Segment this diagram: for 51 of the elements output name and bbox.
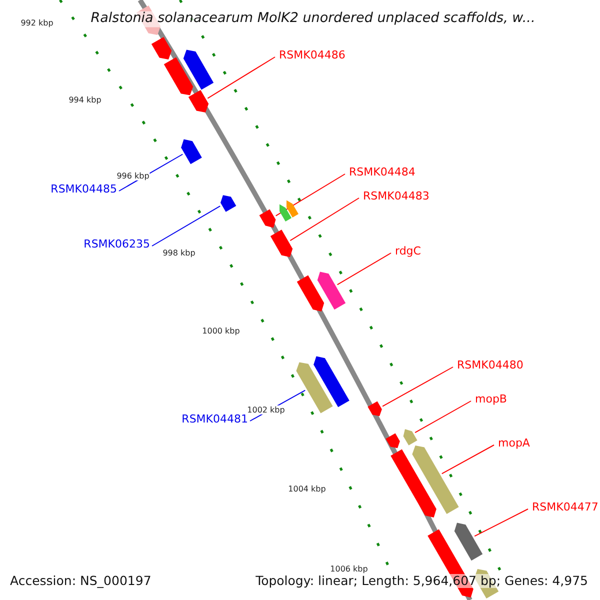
gene-label: RSMK04483 bbox=[363, 190, 430, 204]
gene-feature bbox=[181, 139, 202, 164]
leader-line bbox=[382, 366, 454, 407]
leader-line bbox=[152, 206, 221, 246]
leader-line bbox=[290, 198, 360, 242]
gene-feature bbox=[314, 356, 350, 408]
gene-feature bbox=[259, 209, 276, 228]
gene-label: RSMK04481 bbox=[182, 414, 248, 426]
gene-feature bbox=[296, 362, 333, 414]
gene-label: RSMK04477 bbox=[532, 502, 598, 514]
gene-feature bbox=[286, 200, 298, 218]
scale-label: 996 kbp bbox=[116, 171, 150, 181]
scale-label: 1002 kbp bbox=[247, 405, 285, 415]
gene-label: mopA bbox=[498, 438, 530, 450]
gene-feature bbox=[280, 204, 292, 222]
gene-label: rdgC bbox=[395, 246, 421, 258]
leader-line bbox=[414, 400, 472, 434]
gene-feature bbox=[386, 433, 400, 448]
summary-label: Topology: linear; Length: 5,964,607 bp; Genes: 4,975 bbox=[256, 574, 588, 588]
gene-label: RSMK04485 bbox=[50, 184, 117, 196]
gene-feature bbox=[454, 522, 483, 561]
leader-line bbox=[441, 444, 494, 474]
gene-label: mopB bbox=[475, 394, 507, 406]
gene-feature bbox=[164, 57, 194, 96]
gene-feature bbox=[317, 272, 346, 310]
gene-label: RSMK04480 bbox=[457, 360, 524, 372]
scale-label: 994 kbp bbox=[68, 95, 102, 105]
gene-feature bbox=[188, 90, 209, 112]
map-title: Ralstonia solanacearum MolK2 unordered unplaced scaffolds, w... bbox=[90, 11, 536, 27]
gene-feature bbox=[183, 50, 214, 90]
gene-feature bbox=[412, 446, 459, 514]
leader-line bbox=[207, 56, 276, 99]
gene-feature bbox=[403, 429, 418, 446]
leader-line bbox=[336, 252, 392, 286]
scale-label: 998 kbp bbox=[162, 248, 196, 258]
scale-label: 992 kbp bbox=[20, 18, 54, 28]
leader-line bbox=[275, 174, 346, 216]
accession-label: Accession: NS_000197 bbox=[10, 574, 152, 588]
scale-label: 1004 kbp bbox=[288, 484, 326, 494]
leader-line bbox=[474, 508, 528, 537]
gene-feature bbox=[390, 449, 436, 518]
gene-label: RSMK04484 bbox=[349, 166, 416, 180]
gene-feature bbox=[151, 37, 172, 60]
gene-feature bbox=[220, 195, 236, 212]
scale-label: 1006 kbp bbox=[330, 564, 368, 574]
gene-feature bbox=[270, 230, 293, 258]
gene-label: RSMK06235 bbox=[84, 238, 150, 252]
gene-feature bbox=[368, 401, 382, 416]
gene-feature bbox=[296, 275, 324, 312]
scale-label: 1000 kbp bbox=[202, 326, 240, 336]
gene-label: RSMK04486 bbox=[279, 50, 346, 62]
